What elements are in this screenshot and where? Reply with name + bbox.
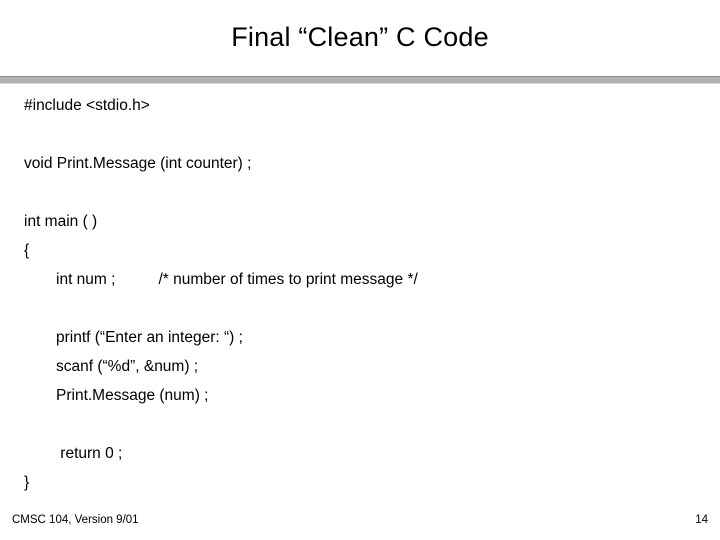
code-line xyxy=(24,301,704,330)
code-line: Print.Message (num) ; xyxy=(56,387,209,404)
code-line: scanf (“%d”, &num) ; xyxy=(56,358,199,375)
code-line: return 0 ; xyxy=(56,445,123,462)
footer-course-label: CMSC 104, Version 9/01 xyxy=(12,514,139,526)
code-line: int main ( ) xyxy=(24,213,98,230)
code-line xyxy=(24,417,704,446)
code-line: printf (“Enter an integer: “) ; xyxy=(56,329,243,346)
code-block: #include <stdio.h> void Print.Message (i… xyxy=(24,98,704,504)
code-line: } xyxy=(24,474,30,491)
code-line: { xyxy=(24,242,30,259)
code-line xyxy=(24,127,704,156)
page-title: Final “Clean” C Code xyxy=(231,22,489,52)
code-line xyxy=(24,185,704,214)
code-line: int num ; /* number of times to print me… xyxy=(56,271,418,288)
footer-page-number: 14 xyxy=(695,514,708,526)
code-line: #include <stdio.h> xyxy=(24,97,150,114)
code-line: void Print.Message (int counter) ; xyxy=(24,155,252,172)
title-divider xyxy=(0,76,720,84)
